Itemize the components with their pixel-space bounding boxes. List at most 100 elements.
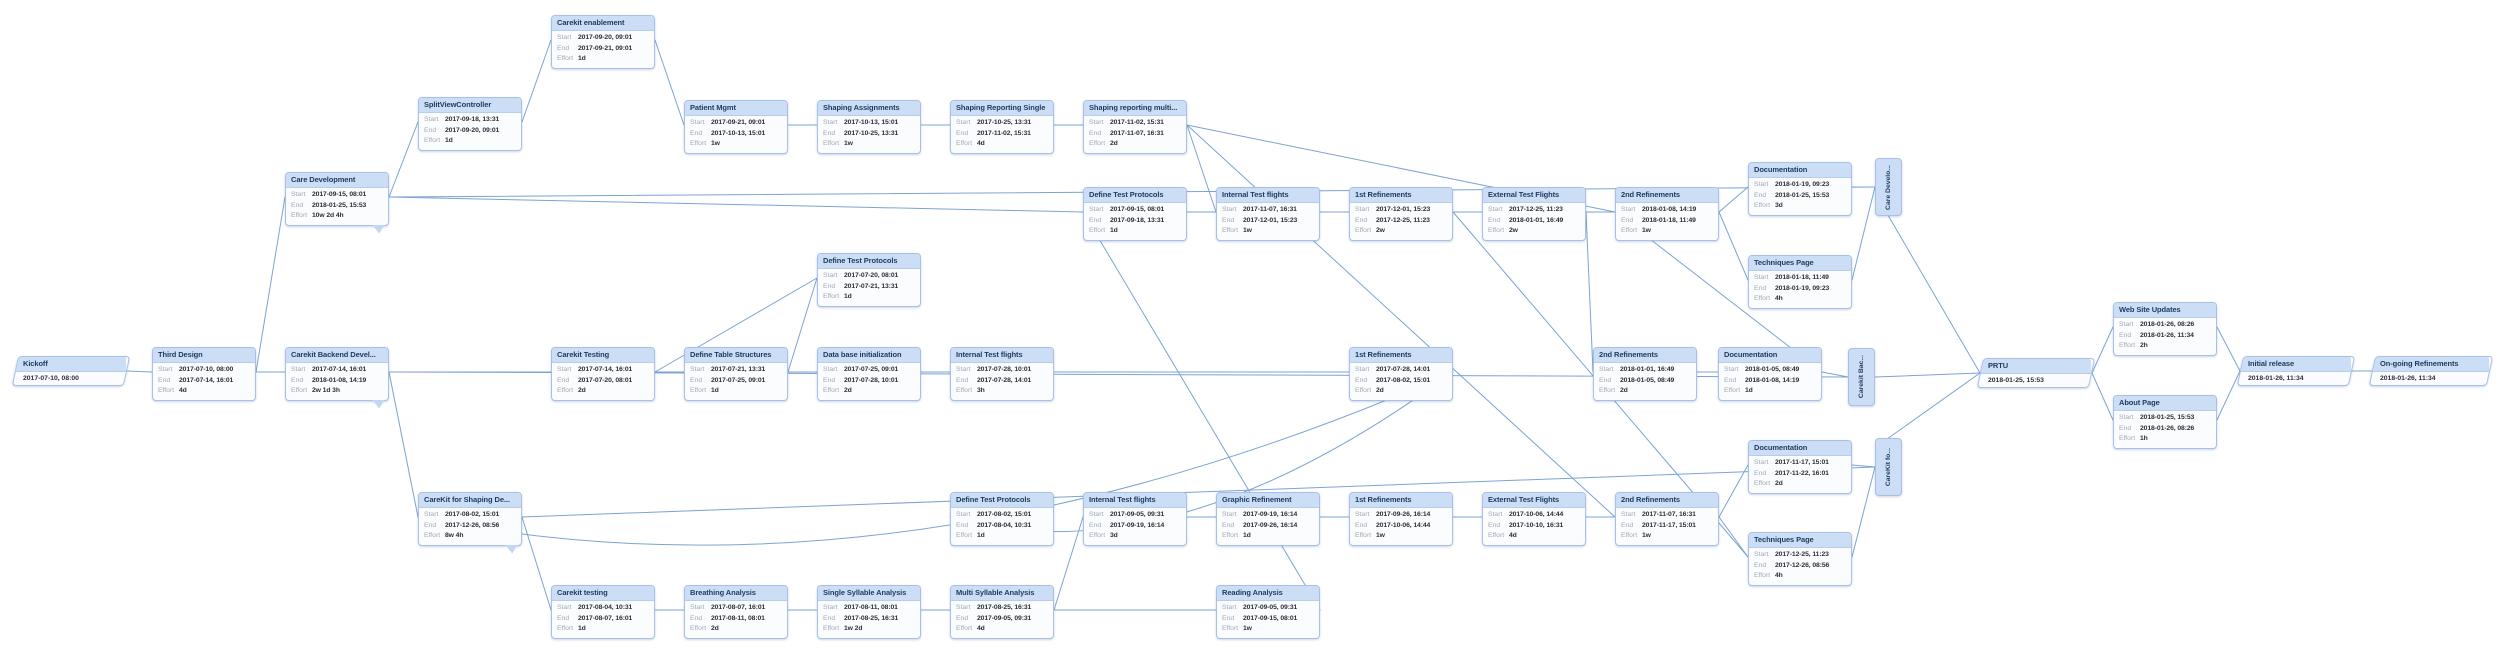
- field-end-value: 2017-07-25, 09:01: [711, 376, 766, 384]
- field-end-label: End: [1222, 521, 1235, 529]
- node-title: About Page: [2114, 396, 2216, 411]
- milestone-date: 2018-01-25, 15:53: [1988, 377, 2044, 384]
- phase-end-tab-tab_care_dev[interactable]: Care Develo...: [1875, 158, 1902, 216]
- field-effort-value: 1w 2d: [844, 625, 863, 632]
- field-effort-value: 4d: [1509, 532, 1517, 539]
- field-effort-value: 1d: [711, 387, 719, 394]
- field-effort-value: 8w 4h: [445, 532, 464, 539]
- field-end-label: End: [1488, 216, 1501, 224]
- field-start-value: 2017-09-21, 09:01: [711, 119, 766, 126]
- field-start: Start 2018-01-05, 08:49: [1719, 365, 1821, 376]
- field-end-value: 2017-07-20, 08:01: [578, 376, 633, 384]
- field-end-label: End: [1724, 376, 1737, 384]
- field-effort-label: Effort: [956, 387, 973, 394]
- phase-end-tab-tab_carekit_for[interactable]: CareKit fo...: [1875, 438, 1902, 496]
- dependency-line: [255, 196, 286, 373]
- field-start-value: 2018-01-19, 09:23: [1775, 181, 1830, 188]
- dependency-line: [1851, 466, 1876, 558]
- field-effort-label: Effort: [1754, 202, 1771, 209]
- node-title: Documentation: [1749, 441, 1851, 456]
- field-start-label: Start: [1754, 459, 1769, 466]
- field-start-value: 2018-01-26, 08:26: [2140, 321, 2195, 328]
- field-end-label: End: [1089, 129, 1102, 137]
- field-end-label: End: [956, 521, 969, 529]
- field-end-label: End: [158, 376, 171, 384]
- field-start-label: Start: [557, 366, 572, 373]
- field-end-label: End: [690, 129, 703, 137]
- node-title: Graphic Refinement: [1217, 493, 1319, 508]
- field-start-value: 2017-09-19, 16:14: [1243, 511, 1298, 518]
- dependency-line: [1585, 211, 1594, 373]
- field-start-value: 2018-01-05, 08:49: [1745, 366, 1800, 373]
- field-end-value: 2017-11-02, 15:31: [977, 129, 1031, 137]
- node-title: Shaping Reporting Single: [951, 101, 1053, 116]
- field-start-value: 2017-12-25, 11:23: [1509, 206, 1563, 213]
- field-effort-label: Effort: [956, 532, 973, 539]
- phase-end-tab-tab_carekit_bac[interactable]: Carekit Bac...: [1848, 348, 1875, 406]
- field-end-value: 2017-07-14, 16:01: [179, 376, 234, 384]
- field-start-label: Start: [1724, 366, 1739, 373]
